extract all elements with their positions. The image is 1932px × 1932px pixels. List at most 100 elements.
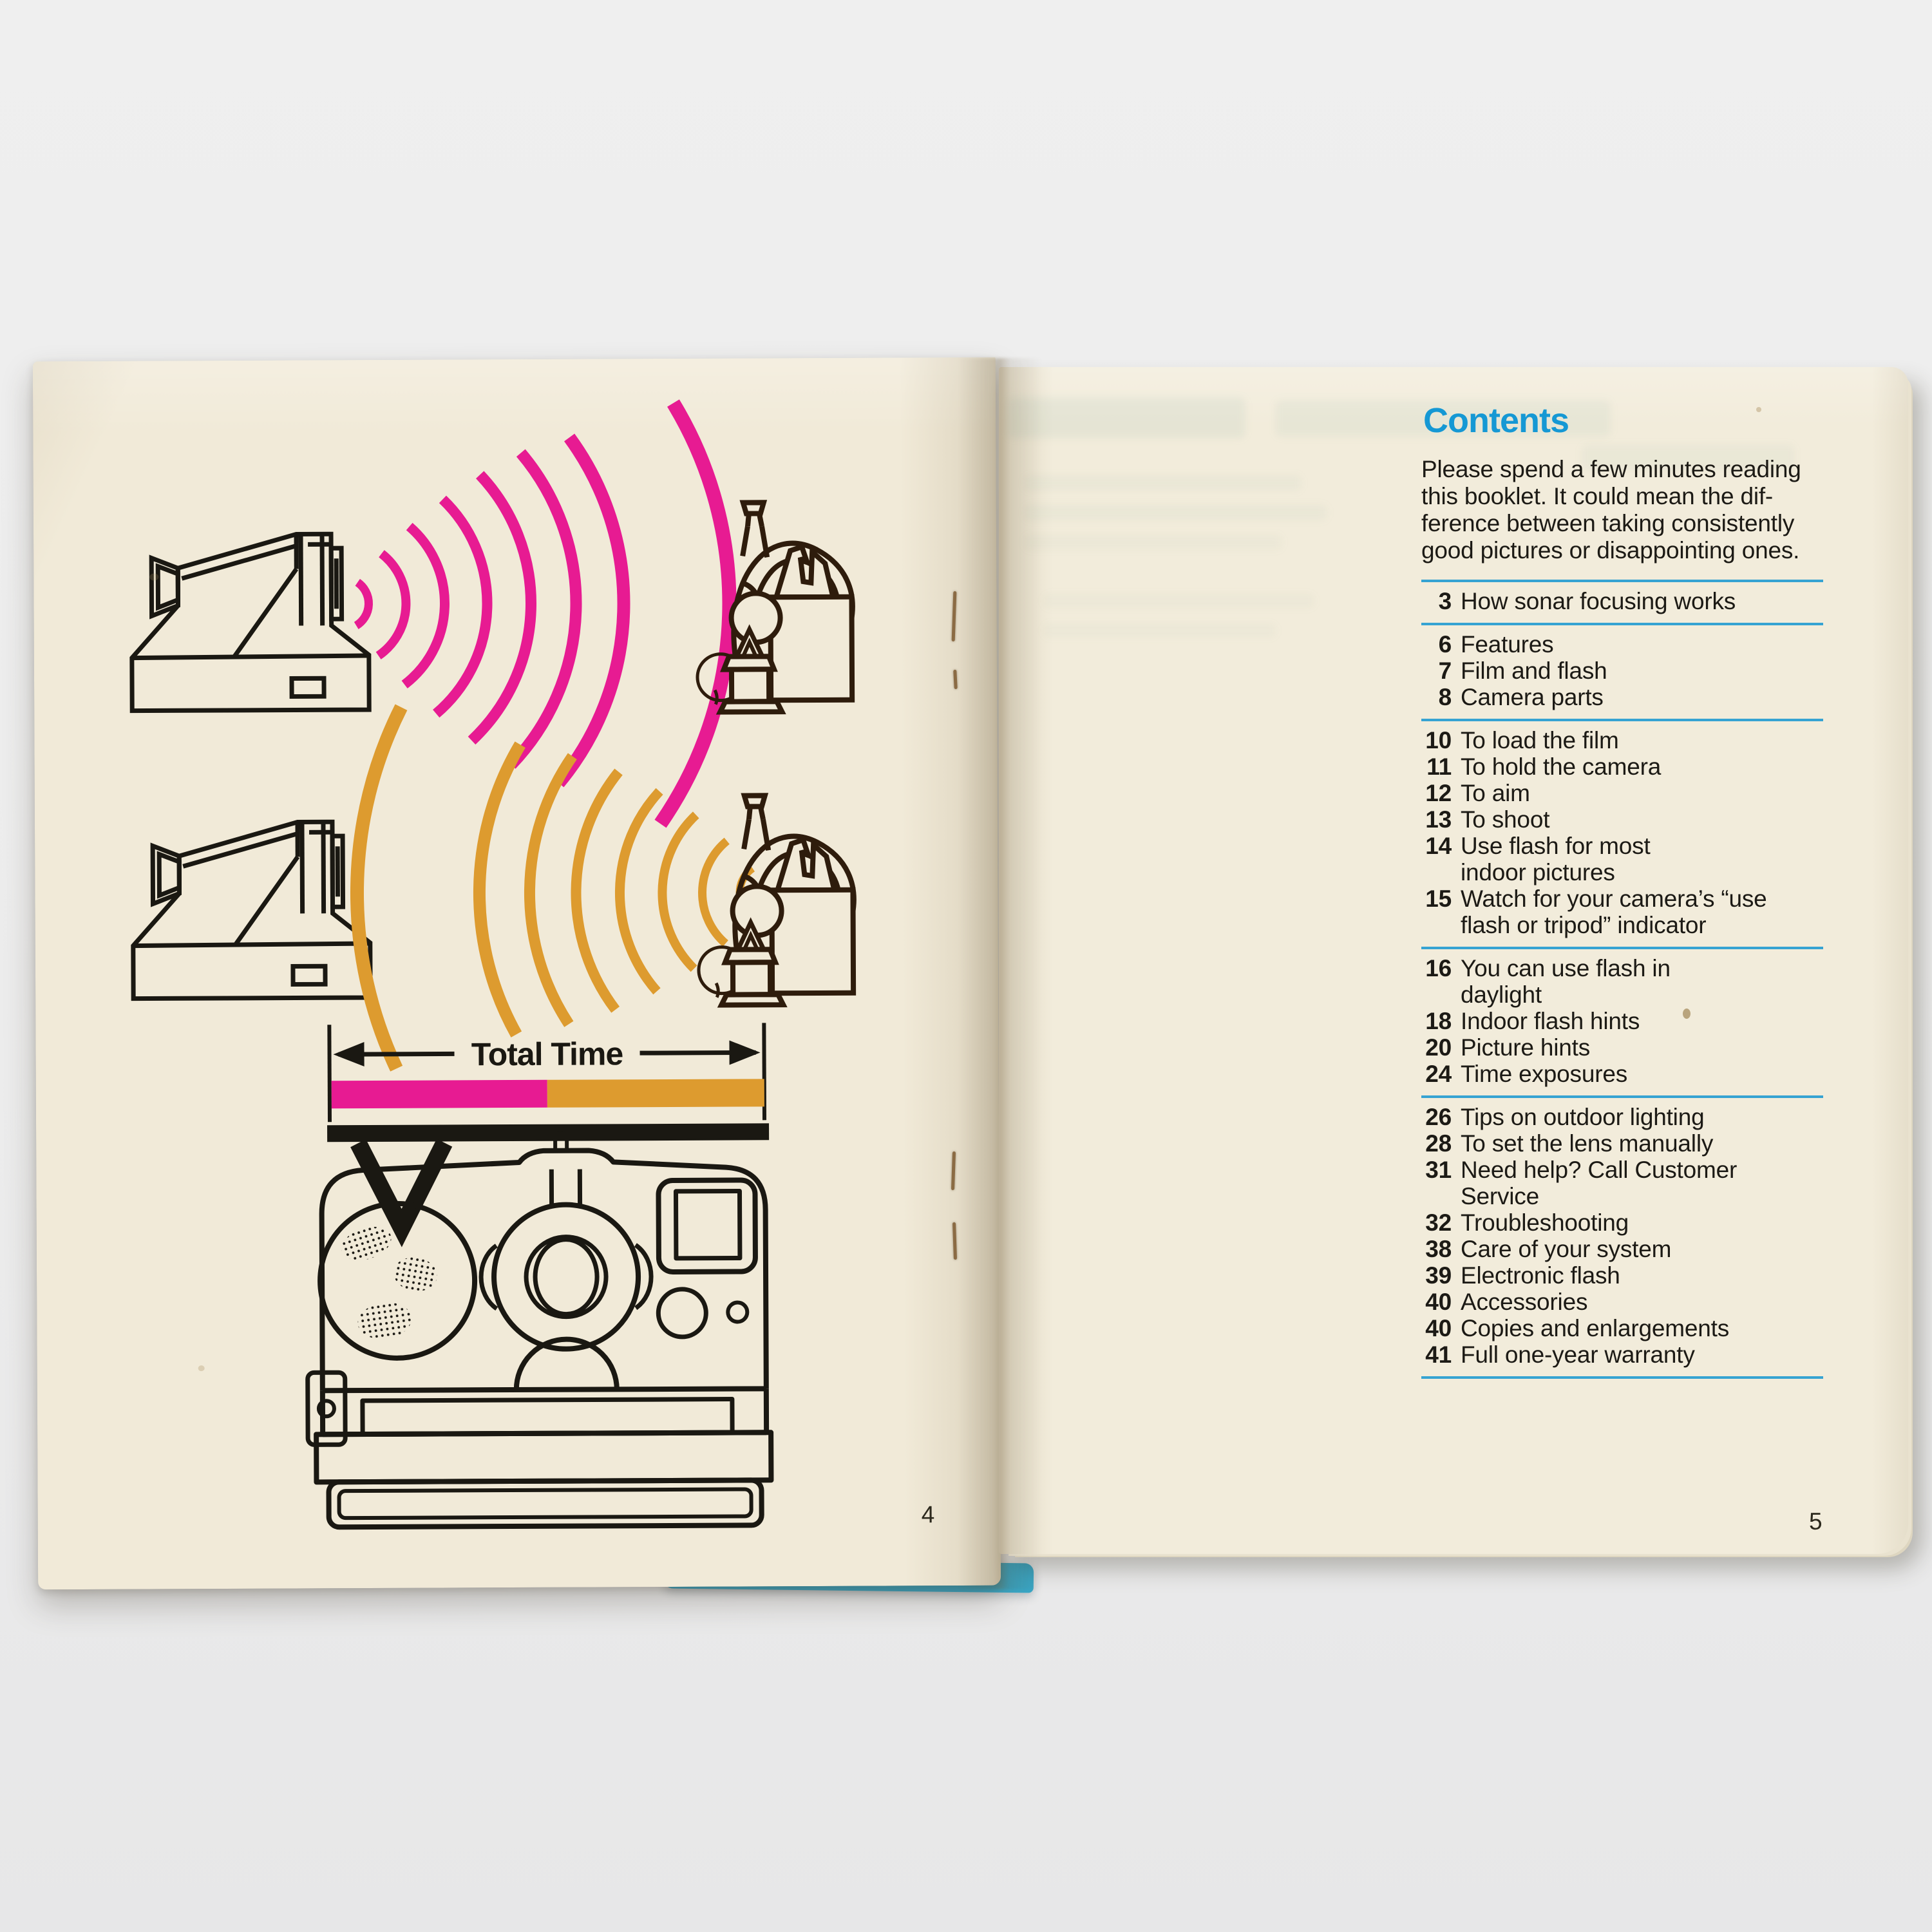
toc-entry-page-number: 8 [1438,684,1452,710]
toc-entry-page-number: 3 [1438,588,1452,614]
page-right: Contents Please spend a few minutes read… [999,367,1908,1554]
subject-still-life-icon [698,795,855,1005]
toc-entry-page-number: 24 [1425,1061,1452,1087]
total-time-bracket: Total Time [327,1023,766,1122]
arrow-left-icon [333,1042,365,1067]
toc-entry-label: To shoot [1461,806,1550,833]
show-through-ghost [1008,398,1245,438]
echo-time-segment [547,1079,764,1108]
contents-title: Contents [1423,401,1569,440]
toc-entry-label: To load the film [1461,727,1619,753]
toc-entry-label: To set the lens manually [1461,1130,1714,1157]
toc-entry: 3 How sonar focusing works [1421,588,1823,614]
contents-intro-line: good pictures or disappointing ones. [1421,537,1800,564]
toc-group: 26 Tips on outdoor lighting 28 To set the l… [1421,1095,1823,1376]
sound-wave-arc [375,550,411,659]
sound-wave-arc [507,449,582,769]
total-time-label: Total Time [471,1036,623,1072]
sonar-grille-icon [317,1200,478,1361]
sound-wave-arc [658,811,699,972]
toc-group: 3 How sonar focusing works [1421,580,1823,623]
contents-section: Contents Please spend a few minutes read… [1421,403,1823,1379]
sound-wave-arc [473,741,526,1037]
arrow-right-icon [729,1040,761,1065]
toc-entry-page-number: 13 [1425,806,1452,833]
toc-entry-label: Tips on outdoor lighting [1461,1104,1705,1130]
toc-entry-page-number: 10 [1425,727,1452,753]
toc-entry: 11 To hold the camera [1421,753,1823,780]
toc-entry-page-number: 26 [1425,1104,1452,1130]
toc-entry-label: How sonar focusing works [1461,588,1736,614]
paper-stain [198,1365,205,1372]
toc-entry-page-number: 40 [1425,1315,1452,1341]
toc-entry: 10 To load the film [1421,727,1823,753]
pointer-chevron-icon [350,1139,453,1247]
strap-lug-icon [305,1370,348,1447]
dome-icon [513,1336,620,1390]
toc-entry-label: Camera parts [1461,684,1604,710]
viewfinder-window-icon [656,1177,758,1274]
timing-bar [331,1079,764,1109]
page-left: Total Time [32,357,1001,1590]
toc-entry-label: To hold the camera [1461,753,1662,780]
sound-wave-arc [554,433,630,788]
sound-wave-arc [614,788,663,995]
show-through-ghost [1025,505,1327,520]
toc-entry: 40 Copies and enlargements [1421,1315,1823,1341]
sound-wave-arc [433,495,493,718]
sound-wave-arc [401,522,450,688]
show-through-ghost [1025,535,1282,550]
toc-final-rule [1421,1376,1823,1379]
toc-entry-label: Care of your system [1461,1236,1672,1262]
toc-entry: 8 Camera parts [1421,684,1823,710]
lens-icon [491,1202,641,1352]
sonar-focusing-diagram: Total Time [33,399,1001,1530]
emit-time-segment [331,1079,547,1109]
toc-entry-page-number: 11 [1426,753,1452,780]
toc-entry: 13 To shoot [1421,806,1823,833]
toc-entry-label: Copies and enlargements [1461,1315,1730,1341]
toc-entry-label: Troubleshooting [1461,1209,1629,1236]
sound-wave-arc [654,399,737,828]
toc-entry-page-number: 12 [1425,780,1452,806]
show-through-ghost [1582,444,1794,470]
toc-entry-page-number: 28 [1425,1130,1452,1157]
show-through-ghost [1044,623,1276,638]
emitted-sound-waves [354,399,737,828]
sound-wave-arc [468,471,536,745]
sound-wave-arc [354,578,373,629]
camera-side-view-icon [133,822,370,999]
toc-entry: 28 To set the lens manually [1421,1130,1823,1157]
echo-sound-waves [350,704,755,1072]
toc-entry-label: To aim [1461,780,1530,806]
sound-wave-arc [698,837,730,947]
toc-entry-page-number: 31 [1425,1157,1452,1183]
toc-entry-label: Features [1461,631,1554,658]
toc-entry-page-number: 39 [1425,1262,1452,1289]
contents-intro-line: Please spend a few minutes reading [1421,456,1801,482]
toc-entry-label: Full one-year warranty [1461,1341,1695,1368]
toc-entry-page-number: 16 [1425,955,1452,981]
toc-entry: 12 To aim [1421,780,1823,806]
toc-entry-label: Picture hints [1461,1034,1590,1061]
electric-eye-icon [656,1287,708,1340]
